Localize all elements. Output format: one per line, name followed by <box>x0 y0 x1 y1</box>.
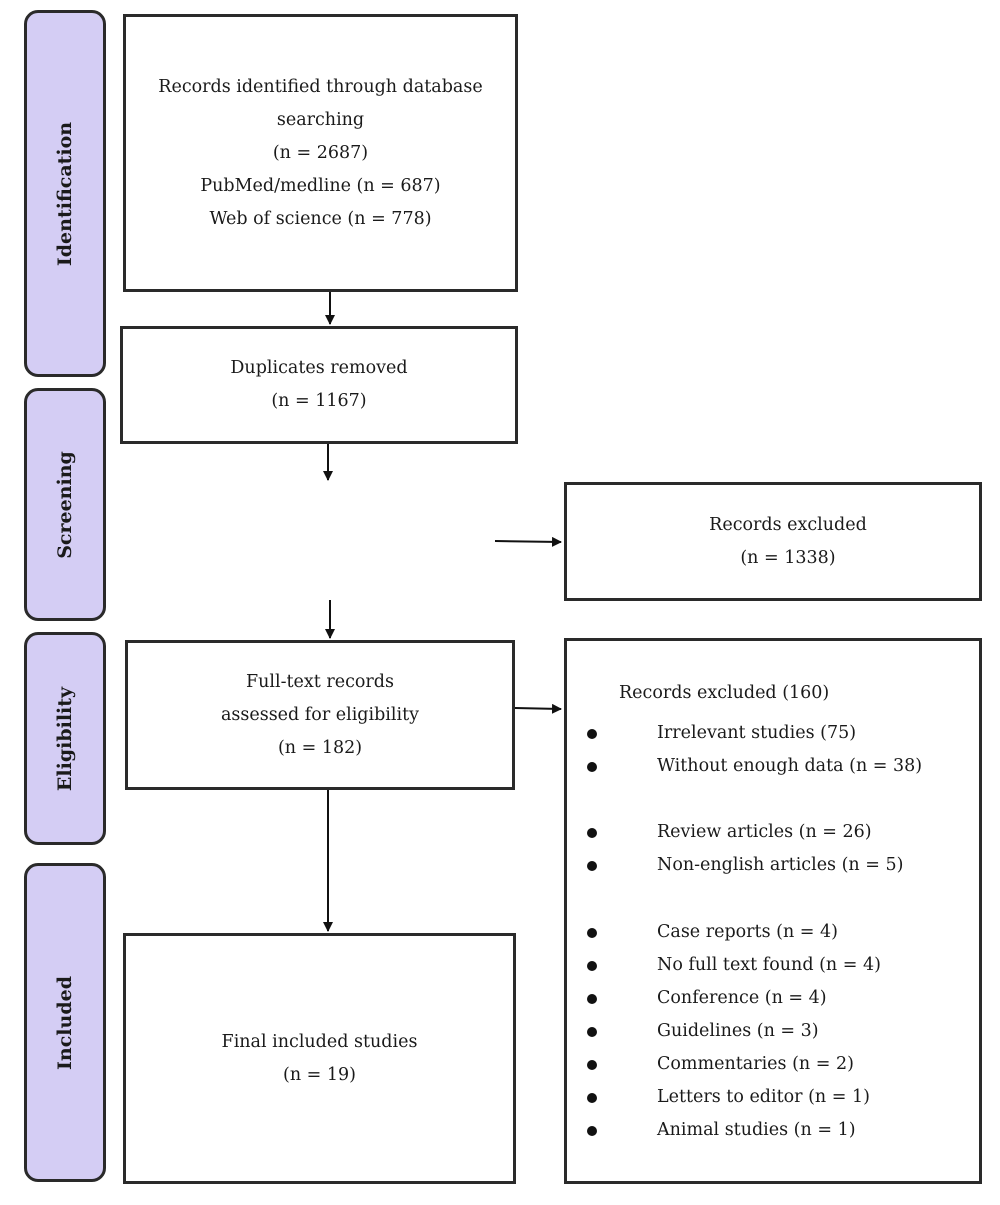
box-line: Web of science (n = 778) <box>209 208 432 229</box>
phase-screening: Screening <box>24 388 106 621</box>
exclusion-title: Records excluded (160) <box>619 683 830 703</box>
bullet-icon <box>587 1126 597 1136</box>
arrow-to-screening-excluded <box>494 536 562 547</box>
bullet-icon <box>587 928 597 938</box>
box-line: Records excluded <box>709 514 867 535</box>
bullet-icon <box>587 961 597 971</box>
box-line: (n = 1338) <box>740 547 836 568</box>
box-line: Records identified through database sear… <box>158 76 483 130</box>
records-identified-box: Records identified through database sear… <box>123 14 518 292</box>
box-line: (n = 1167) <box>271 391 367 411</box>
phase-included: Included <box>24 863 106 1182</box>
box-line: (n = 2687) <box>272 142 369 163</box>
bullet-icon <box>587 729 597 739</box>
final-included-box: Final included studies (n = 19) <box>123 933 516 1184</box>
box-line: (n = 182) <box>277 737 363 758</box>
box-line: (n = 19) <box>283 1064 356 1085</box>
box-line: Full-text records <box>246 671 394 692</box>
bullet-icon <box>587 1093 597 1103</box>
records-excluded-screening-box: Records excluded (n = 1338) <box>564 482 982 601</box>
bullet-icon <box>587 861 597 871</box>
bullet-icon <box>587 762 597 772</box>
phase-eligibility: Eligibility <box>24 632 106 845</box>
arrow-to-eligibility-excluded <box>514 703 562 714</box>
bullet-icon <box>587 994 597 1004</box>
box-line: Final included studies <box>221 1031 418 1052</box>
fulltext-assessed-box: Full-text records assessed for eligibili… <box>125 640 515 790</box>
box-line: PubMed/medline (n = 687) <box>200 175 441 196</box>
duplicates-removed-box: Duplicates removed (n = 1167) <box>120 326 518 444</box>
phase-identification: Identification <box>24 10 106 377</box>
bullet-icon <box>587 1060 597 1070</box>
records-excluded-eligibility-box: Records excluded (160) Irrelevant studie… <box>564 638 982 1184</box>
box-line: assessed for eligibility <box>220 704 420 725</box>
box-line: Duplicates removed <box>230 358 408 378</box>
bullet-icon <box>587 1027 597 1037</box>
bullet-icon <box>587 828 597 838</box>
